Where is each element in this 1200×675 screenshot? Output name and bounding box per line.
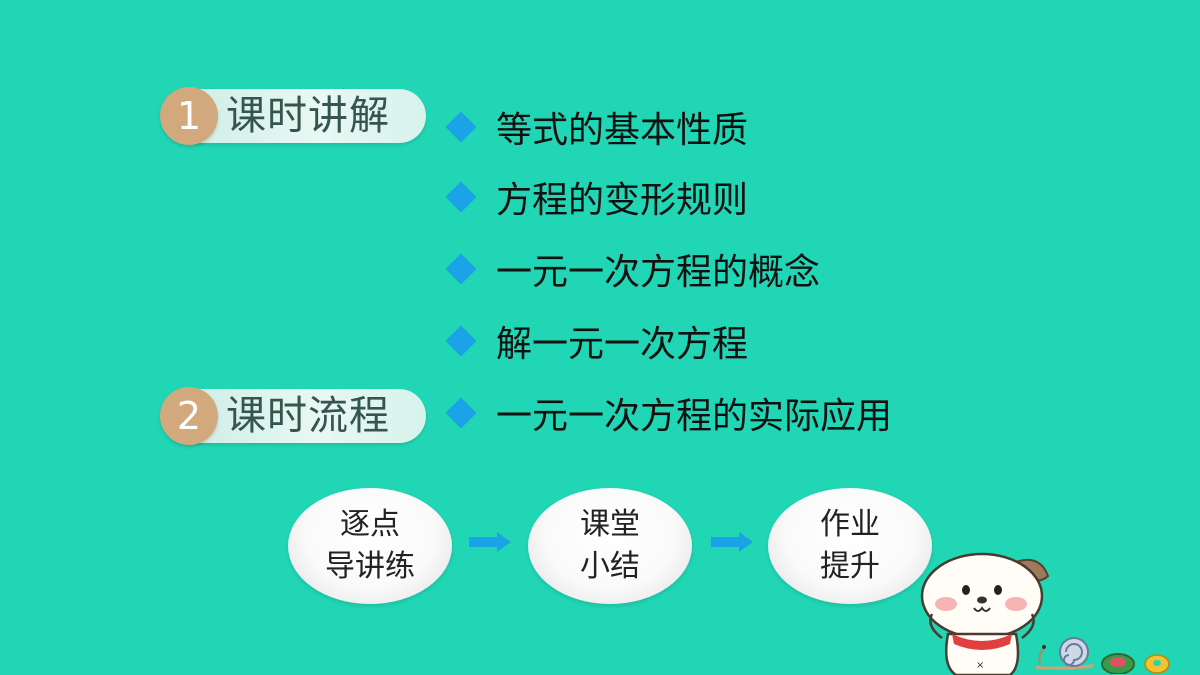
topic-item[interactable]: 一元一次方程的概念 (444, 244, 820, 294)
section-number-badge: 2 (160, 387, 218, 445)
section-tab-background (190, 389, 426, 443)
flow-step-line: 小结 (580, 549, 640, 584)
svg-text:×: × (976, 660, 984, 671)
section-number-badge: 1 (160, 87, 218, 145)
right-arrow-icon (469, 532, 511, 552)
puppy-mascot: × (920, 552, 1050, 675)
snail-icon (1036, 637, 1094, 670)
section-tab-lesson-flow[interactable]: 2 课时流程 (160, 387, 426, 445)
topic-item[interactable]: 等式的基本性质 (444, 102, 748, 152)
flow-step-summary[interactable]: 课堂 小结 (528, 488, 692, 604)
topic-label: 一元一次方程的实际应用 (496, 396, 893, 437)
section-tab-background (190, 89, 426, 143)
flow-step-homework[interactable]: 作业 提升 (768, 488, 932, 604)
topic-item[interactable]: 一元一次方程的实际应用 (444, 388, 892, 438)
right-arrow-icon (711, 532, 753, 552)
topic-label: 等式的基本性质 (496, 110, 749, 151)
flow-step-line: 导讲练 (325, 549, 415, 584)
topic-label: 解一元一次方程 (496, 324, 749, 365)
topic-item[interactable]: 方程的变形规则 (444, 172, 748, 222)
section-label: 课时讲解 (226, 93, 390, 139)
flow-step-line: 作业 (820, 507, 880, 542)
shell-icon (1101, 653, 1135, 674)
section-tab-lesson-explanation[interactable]: 1 课时讲解 (160, 87, 426, 145)
diamond-bullet-icon (445, 397, 477, 429)
flow-step-line: 课堂 (580, 507, 640, 542)
diamond-bullet-icon (445, 253, 477, 285)
topic-label: 方程的变形规则 (496, 180, 749, 221)
diamond-bullet-icon (445, 181, 477, 213)
donut-icon (1144, 654, 1170, 674)
flow-step-line: 逐点 (340, 507, 400, 542)
flow-step-guided-practice[interactable]: 逐点 导讲练 (288, 488, 452, 604)
topic-item[interactable]: 解一元一次方程 (444, 316, 748, 366)
diamond-bullet-icon (445, 325, 477, 357)
topic-label: 一元一次方程的概念 (496, 252, 821, 293)
flow-step-line: 提升 (820, 549, 880, 584)
diamond-bullet-icon (445, 111, 477, 143)
section-label: 课时流程 (226, 393, 390, 439)
